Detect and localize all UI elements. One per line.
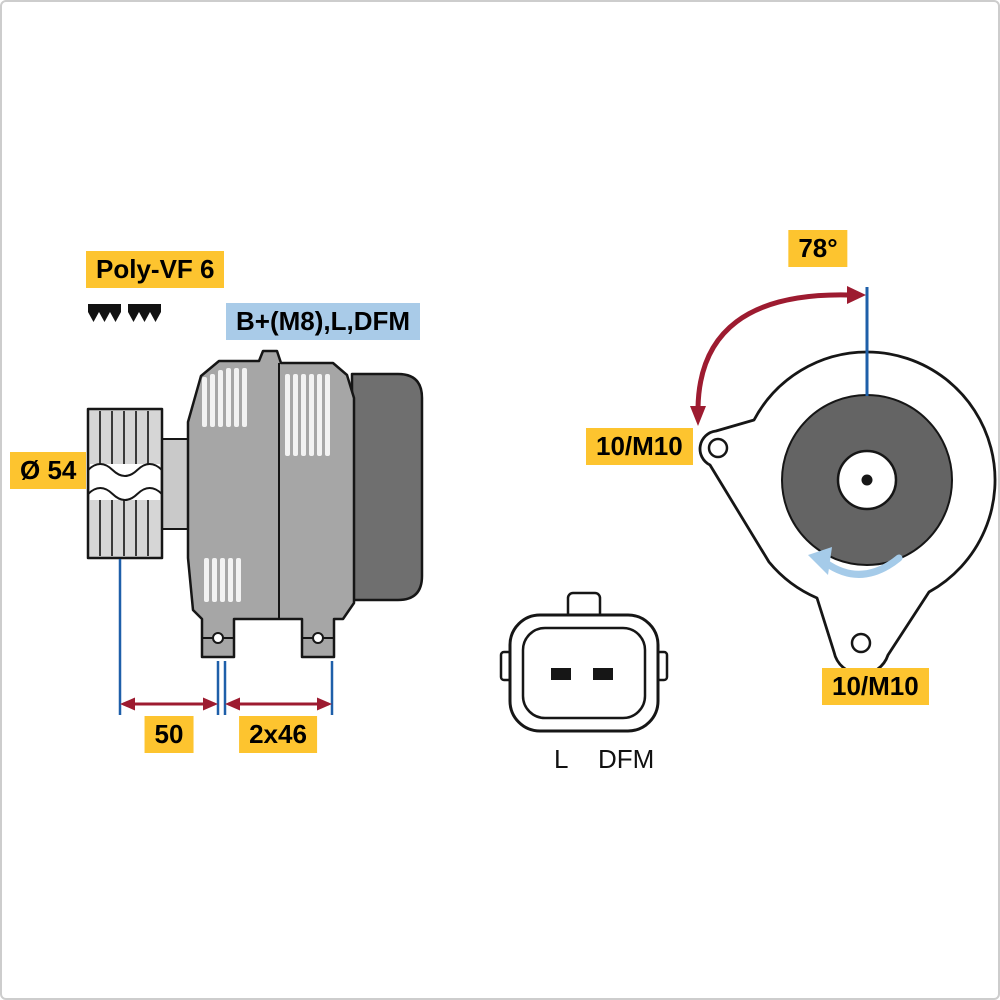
label-dim-2x46: 2x46 — [239, 716, 317, 753]
break-band — [90, 464, 160, 500]
pulley — [86, 407, 164, 560]
shaft-center-dot — [861, 474, 873, 486]
extension-lines — [118, 559, 334, 715]
dimension-arrow-50 — [120, 697, 218, 711]
connector-outer-shell — [508, 613, 660, 733]
mount-hole-left — [707, 437, 729, 459]
alternator-side-view — [86, 304, 424, 659]
cooling-fins — [202, 368, 330, 602]
dimension-arrow-2x46 — [225, 697, 332, 711]
belt-profile-icon — [88, 304, 161, 322]
label-angle: 78° — [788, 230, 848, 267]
label-pin-dfm: DFM — [598, 744, 655, 774]
label-pulley-diameter: Ø 54 — [10, 452, 87, 489]
angle-arrow-78 — [690, 286, 866, 426]
mount-hole-bottom — [850, 632, 872, 654]
connector-diagram — [499, 591, 669, 733]
mounting-feet — [202, 632, 334, 644]
connector-inner-shell — [521, 626, 647, 720]
connector-pin-dfm — [593, 668, 613, 680]
rotation-direction-arrow — [808, 547, 903, 578]
label-mount-bottom: 10/M10 — [822, 668, 929, 705]
alternator-front-view — [690, 286, 997, 676]
rear-cover — [350, 372, 424, 602]
label-pin-l: L — [554, 744, 569, 774]
label-belt-type: Poly-VF 6 — [86, 251, 225, 288]
connector-pin-l — [551, 668, 571, 680]
label-terminals: B+(M8),L,DFM — [226, 303, 421, 340]
label-dim-50: 50 — [144, 716, 194, 753]
label-mount-left: 10/M10 — [586, 428, 693, 465]
dimension-lines — [118, 559, 334, 715]
